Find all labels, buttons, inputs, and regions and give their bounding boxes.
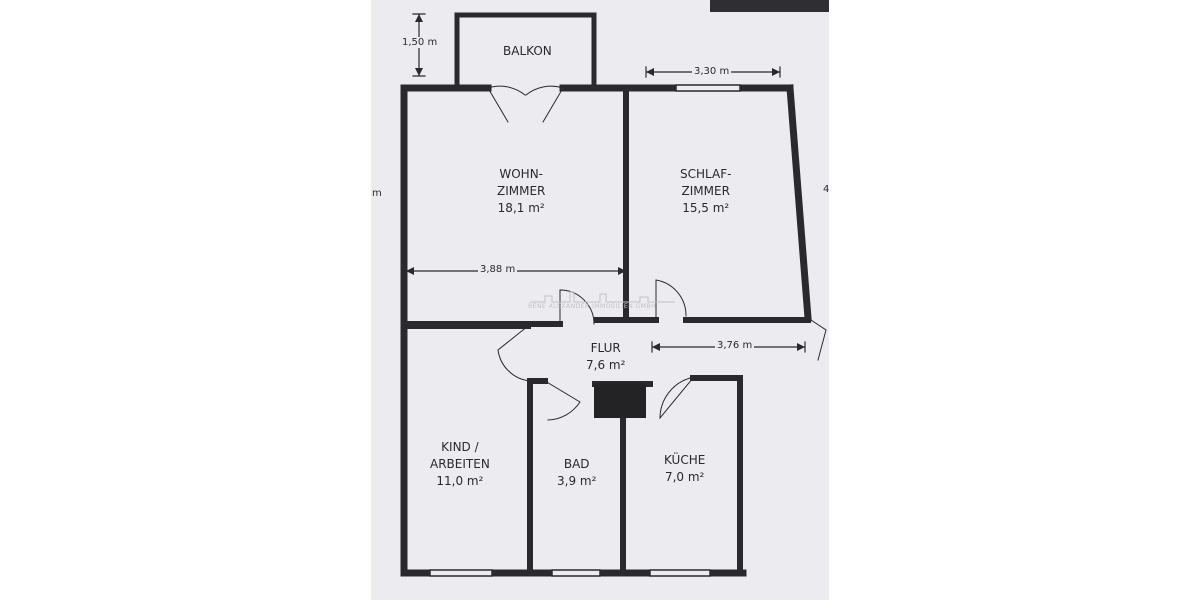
room-label-kueche: KÜCHE 7,0 m² xyxy=(664,453,706,484)
dimension-wohnzimmer-width: 3,88 m xyxy=(478,264,518,275)
door-kind xyxy=(497,325,531,382)
room-label-flur: FLUR 7,6 m² xyxy=(586,341,626,372)
chimney-shaft xyxy=(594,383,646,418)
door-entrance xyxy=(807,317,827,361)
door-wohn xyxy=(559,289,595,325)
room-label-balkon: BALKON xyxy=(503,44,552,58)
window-schlaf xyxy=(675,84,741,92)
dimension-schlafzimmer-width: 3,30 m xyxy=(692,66,732,77)
dimension-flur-length: 3,76 m xyxy=(715,340,755,351)
room-label-kind-arbeiten: KIND / ARBEITEN 11,0 m² xyxy=(430,440,490,488)
edge-fragment-left: m xyxy=(372,188,382,199)
door-kueche xyxy=(659,377,694,420)
wall-kueche-top xyxy=(690,375,743,576)
room-label-schlafzimmer: SCHLAF- ZIMMER 15,5 m² xyxy=(680,167,732,215)
balcony-walls xyxy=(454,12,597,89)
door-balkon-right xyxy=(525,85,564,123)
door-bad xyxy=(544,380,581,421)
dimension-balkon-depth: 1,50 m xyxy=(400,37,440,48)
window-bad xyxy=(551,569,601,577)
window-kind xyxy=(429,569,493,577)
watermark-skyline xyxy=(530,291,675,303)
outer-wall-right xyxy=(786,84,812,322)
door-schlaf xyxy=(655,279,687,321)
window-kueche xyxy=(649,569,711,577)
room-label-wohnzimmer: WOHN- ZIMMER 18,1 m² xyxy=(497,167,546,215)
door-balkon-left xyxy=(487,85,526,123)
dark-background-corner xyxy=(710,0,829,12)
edge-fragment-right: 4 xyxy=(823,184,830,195)
watermark-text: RENE ALEXANDER IMMOBILIEN GMBH xyxy=(528,303,657,310)
room-label-bad: BAD 3,9 m² xyxy=(557,457,597,488)
